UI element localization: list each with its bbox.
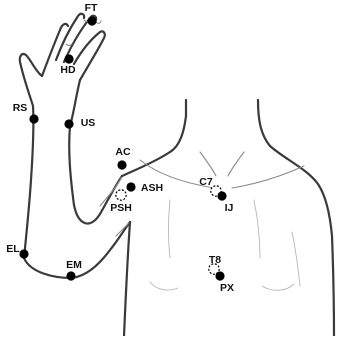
landmark-px-label: PX [220, 282, 234, 294]
landmark-em-marker [66, 271, 75, 280]
landmark-ash-label: ASH [141, 182, 163, 194]
landmark-px-marker [215, 271, 224, 280]
landmark-us: US [64, 117, 95, 129]
landmark-el: EL [6, 243, 28, 259]
landmark-ft-label: FT [85, 2, 98, 14]
landmark-psh: PSH [110, 190, 132, 214]
landmark-el-marker [19, 249, 28, 258]
landmark-rs: RS [13, 102, 39, 124]
landmark-us-marker [64, 119, 73, 128]
landmark-hd-label: HD [60, 64, 76, 76]
landmark-ij-marker [217, 191, 226, 200]
landmark-psh-label: PSH [110, 202, 132, 214]
landmark-t8-label: T8 [209, 254, 221, 266]
landmark-el-label: EL [6, 243, 20, 255]
landmark-t8: T8 [209, 254, 221, 274]
landmark-ac-label: AC [115, 146, 131, 158]
landmark-hd: HD [60, 54, 76, 76]
landmark-ij-label: IJ [225, 202, 234, 214]
landmark-ash: ASH [126, 182, 163, 194]
landmark-psh-marker [116, 190, 126, 200]
landmark-ft: FT [85, 2, 98, 26]
landmark-ac-marker [117, 160, 126, 169]
landmark-ij: IJ [217, 191, 233, 214]
landmark-rs-marker [29, 114, 38, 123]
landmark-px: PX [215, 271, 234, 294]
landmark-rs-label: RS [13, 102, 28, 114]
landmark-us-label: US [81, 117, 96, 129]
landmark-c7-label: C7 [199, 176, 213, 188]
landmark-ash-marker [126, 182, 135, 191]
landmark-c7: C7 [199, 176, 221, 196]
landmark-hd-marker [64, 54, 73, 63]
landmark-em-label: EM [66, 259, 82, 271]
landmark-em: EM [66, 259, 82, 281]
landmark-ac: AC [115, 146, 131, 170]
landmark-ft-marker [87, 16, 96, 25]
